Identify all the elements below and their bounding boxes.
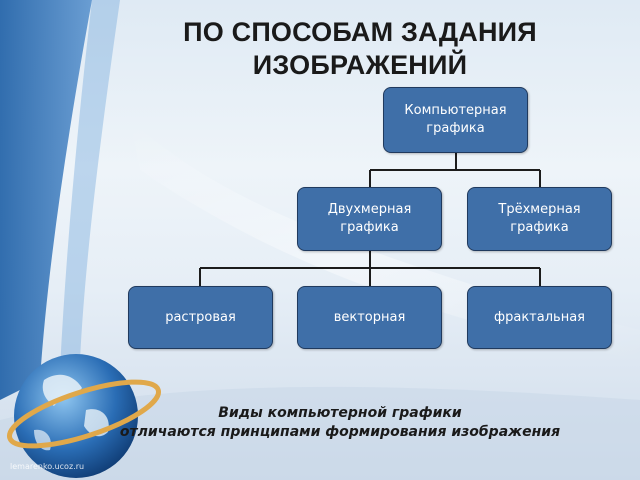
node-raster-label: растровая bbox=[165, 309, 236, 325]
node-raster: растровая bbox=[128, 286, 273, 349]
node-2d-graphics: Двухмерная графика bbox=[297, 187, 442, 251]
caption-line-2: отличаются принципами формирования изобр… bbox=[119, 424, 561, 440]
title-line-1: ПО СПОСОБАМ ЗАДАНИЯ bbox=[183, 17, 537, 47]
node-2d-graphics-line-2: графика bbox=[340, 220, 399, 235]
node-computer-graphics-line-1: Компьютерная bbox=[404, 103, 507, 118]
node-vector-label: векторная bbox=[333, 309, 406, 325]
node-fractal: фрактальная bbox=[467, 286, 612, 349]
node-2d-graphics-line-1: Двухмерная bbox=[327, 202, 412, 217]
node-3d-graphics-line-1: Трёхмерная bbox=[498, 202, 581, 217]
node-3d-graphics-line-2: графика bbox=[510, 220, 569, 235]
node-computer-graphics-line-2: графика bbox=[426, 121, 485, 136]
slide-title: ПО СПОСОБАМ ЗАДАНИЯ ИЗОБРАЖЕНИЙ bbox=[150, 16, 570, 82]
watermark-text: lemarenko.ucoz.ru bbox=[10, 462, 85, 471]
node-vector: векторная bbox=[297, 286, 442, 349]
title-line-2: ИЗОБРАЖЕНИЙ bbox=[252, 50, 468, 80]
node-3d-graphics: Трёхмерная графика bbox=[467, 187, 612, 251]
node-computer-graphics: Компьютерная графика bbox=[383, 87, 528, 153]
node-fractal-label: фрактальная bbox=[494, 309, 585, 325]
caption-line-1: Виды компьютерной графики bbox=[218, 405, 462, 421]
globe-icon bbox=[7, 354, 161, 478]
slide-caption: Виды компьютерной графики отличаются при… bbox=[60, 404, 620, 442]
